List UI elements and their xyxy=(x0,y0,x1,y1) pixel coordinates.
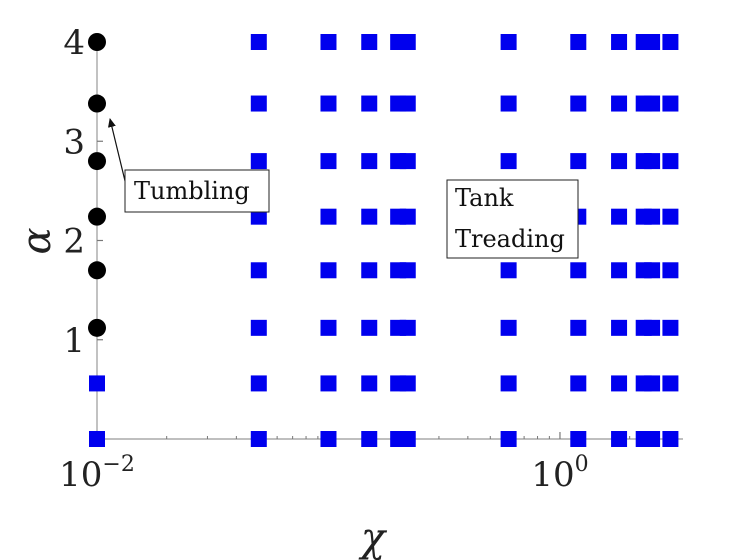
tank-treading-point xyxy=(570,262,587,279)
tumbling-label: Tumbling xyxy=(134,177,250,205)
tank-treading-point xyxy=(320,208,337,225)
tank-treading-point xyxy=(89,431,105,447)
y-tick-label: 1 xyxy=(63,321,85,361)
tank-treading-point xyxy=(644,208,661,225)
tank-treading-point xyxy=(570,431,587,447)
y-axis-label: α xyxy=(14,227,60,254)
x-tick-label: 10−2 xyxy=(59,452,135,495)
tank-treading-point xyxy=(644,34,661,50)
tank-treading-point xyxy=(644,262,661,279)
tank-treading-point xyxy=(662,431,679,447)
tank-treading-point xyxy=(250,431,267,447)
tank-treading-point xyxy=(500,319,517,336)
tank-treading-point xyxy=(399,34,416,50)
tank-treading-point xyxy=(662,319,679,336)
tank-treading-point xyxy=(662,95,679,112)
tank-treading-point xyxy=(320,262,337,279)
tumbling-annotation: Tumbling xyxy=(107,118,270,213)
tank-treading-point xyxy=(570,375,587,392)
tank-treading-point xyxy=(320,34,337,50)
tank-treading-point xyxy=(662,153,679,170)
ticks: 10−2 100 1 2 3 4 xyxy=(59,23,671,495)
tank-treading-point xyxy=(361,153,378,170)
tank-treading-point xyxy=(361,262,378,279)
tank-treading-point xyxy=(250,375,267,392)
tumbling-box xyxy=(124,169,270,213)
tank-treading-point xyxy=(644,95,661,112)
tank-treading-point xyxy=(611,375,628,392)
tank-treading-point xyxy=(644,153,661,170)
tank-treading-point xyxy=(570,153,587,170)
tumbling-point xyxy=(88,94,106,113)
tank-treading-point xyxy=(250,208,267,225)
tank-treading-point xyxy=(361,319,378,336)
tank-treading-point xyxy=(611,34,628,50)
tank-treading-point xyxy=(361,431,378,447)
tank-treading-point xyxy=(500,262,517,279)
tank-treading-point xyxy=(250,319,267,336)
tank-treading-point xyxy=(644,319,661,336)
tank-treading-point xyxy=(399,431,416,447)
tank-treading-point xyxy=(500,375,517,392)
data-points xyxy=(88,33,679,447)
tumbling-point xyxy=(88,318,106,337)
tank-treading-point xyxy=(361,34,378,50)
tank-treading-point xyxy=(662,34,679,50)
tank-treading-point xyxy=(570,34,587,50)
tumbling-point xyxy=(88,261,106,280)
tank-treading-point xyxy=(644,375,661,392)
tank-treading-point xyxy=(611,319,628,336)
tank-treading-point xyxy=(500,34,517,50)
tank-treading-point xyxy=(611,262,628,279)
tank-treading-point xyxy=(361,95,378,112)
tank-treading-point xyxy=(399,319,416,336)
tank-treading-point xyxy=(361,375,378,392)
tumbling-point xyxy=(88,152,106,171)
tank-treading-point xyxy=(662,208,679,225)
x-tick-label: 100 xyxy=(531,452,588,495)
tank-treading-point xyxy=(320,319,337,336)
tank-treading-box xyxy=(446,179,579,259)
tank-treading-label-line1: Tank xyxy=(455,184,514,212)
tank-treading-point xyxy=(399,208,416,225)
tank-treading-point xyxy=(500,95,517,112)
tank-treading-point xyxy=(399,375,416,392)
tank-treading-point xyxy=(570,95,587,112)
tank-treading-point xyxy=(361,208,378,225)
tank-treading-point xyxy=(250,95,267,112)
tank-treading-point xyxy=(320,431,337,447)
tank-treading-point xyxy=(320,153,337,170)
tank-treading-point xyxy=(611,153,628,170)
x-axis-label: χ xyxy=(358,515,388,560)
tank-treading-point xyxy=(500,431,517,447)
tank-treading-point xyxy=(399,262,416,279)
tank-treading-point xyxy=(662,375,679,392)
tumbling-arrow xyxy=(107,118,127,186)
axes xyxy=(96,42,683,440)
tank-treading-point xyxy=(611,208,628,225)
tank-treading-point xyxy=(320,95,337,112)
tumbling-point xyxy=(88,33,106,51)
y-tick-label: 3 xyxy=(63,122,85,162)
y-tick-label: 4 xyxy=(63,23,85,63)
tumbling-point xyxy=(88,207,106,226)
y-tick-label: 2 xyxy=(63,222,85,262)
tank-treading-point xyxy=(570,319,587,336)
tank-treading-point xyxy=(89,375,105,392)
tank-treading-point xyxy=(611,95,628,112)
tank-treading-point xyxy=(320,375,337,392)
tank-treading-point xyxy=(500,153,517,170)
tank-treading-point xyxy=(611,431,628,447)
tank-treading-label-line2: Treading xyxy=(455,225,565,253)
tank-treading-point xyxy=(250,34,267,50)
tank-treading-point xyxy=(662,262,679,279)
tank-treading-point xyxy=(399,153,416,170)
tank-treading-point xyxy=(644,431,661,447)
tank-treading-point xyxy=(250,262,267,279)
tank-treading-point xyxy=(399,95,416,112)
tank-treading-annotation: Tank Treading xyxy=(446,179,579,259)
tank-treading-point xyxy=(250,153,267,170)
